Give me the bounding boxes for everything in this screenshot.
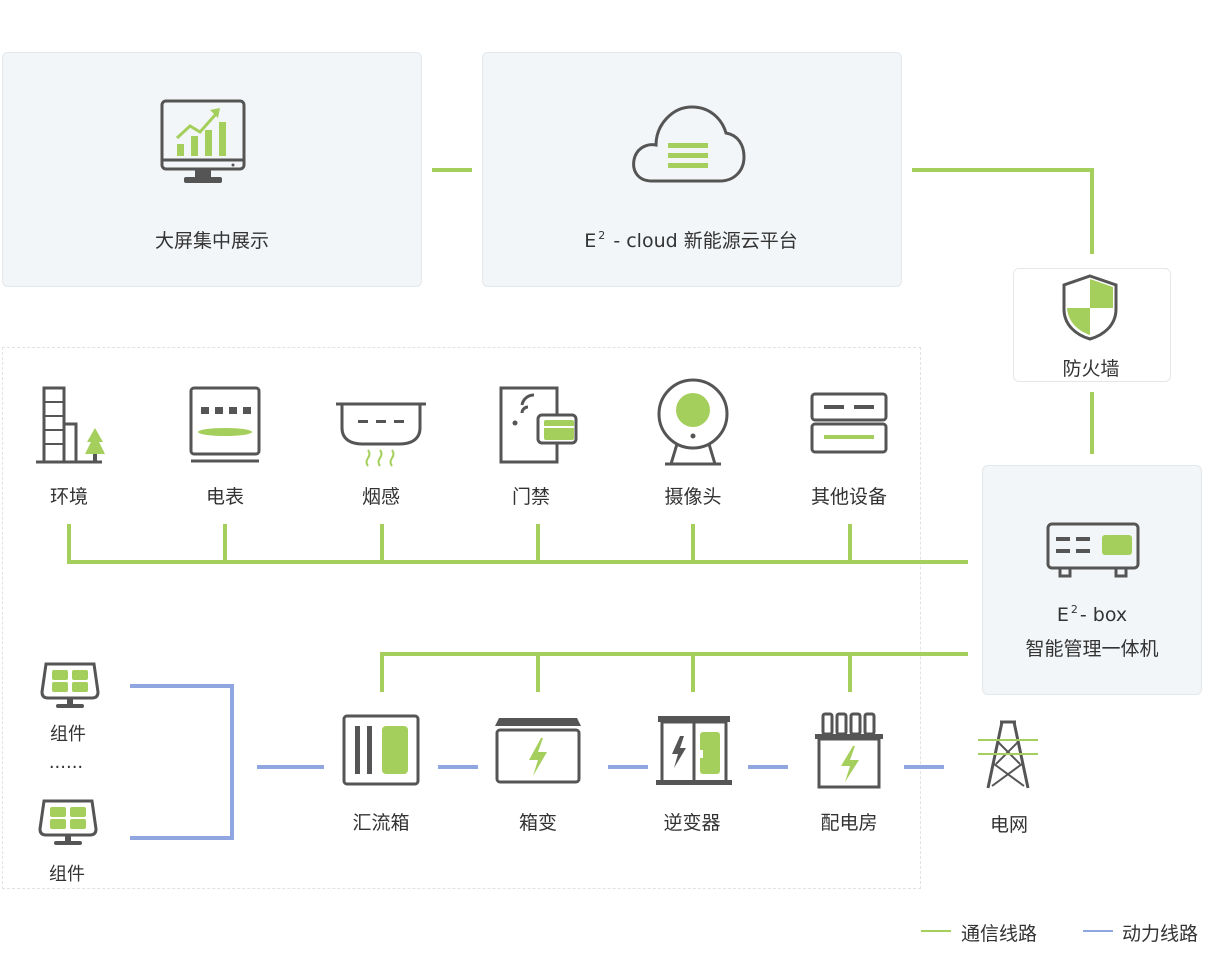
module-ellipsis: ......: [48, 752, 84, 773]
comm-drop: [223, 524, 227, 562]
sensor-label: 其他设备: [810, 486, 888, 508]
comm-line-screen-cloud: [432, 168, 472, 172]
box-transformer-icon: [495, 718, 581, 784]
power-node-label: 电网: [989, 814, 1029, 836]
firewall-label: 防火墙: [1062, 358, 1120, 380]
legend-comm-swatch: [921, 930, 951, 932]
monitor-chart-icon: [160, 99, 246, 183]
legend-power-swatch: [1083, 930, 1113, 932]
power-line: [608, 765, 648, 769]
comm-drop: [67, 524, 71, 562]
combiner-box-icon: [342, 714, 420, 786]
big-screen-label: 大屏集中展示: [154, 230, 270, 252]
comm-drop: [380, 524, 384, 562]
cloud-platform-panel: [482, 52, 902, 287]
building-tree-icon: [36, 386, 105, 464]
comm-bus-power: [380, 652, 968, 656]
power-line-module-join: [230, 684, 234, 840]
sensor-label: 电表: [205, 486, 245, 508]
power-line: [748, 765, 788, 769]
ebox-panel: [982, 465, 1202, 695]
sensor-label: 环境: [49, 486, 89, 508]
inverter-icon: [656, 716, 732, 785]
comm-line-cloud-firewall-h: [912, 168, 1094, 172]
comm-drop: [691, 524, 695, 562]
power-line-module-top: [130, 684, 234, 688]
power-node-label: 箱变: [518, 812, 558, 834]
power-line-module-bottom: [130, 836, 234, 840]
shield-icon: [1062, 274, 1118, 341]
meter-icon: [189, 386, 261, 463]
access-control-icon: [499, 386, 578, 464]
comm-line-firewall-ebox: [1090, 392, 1094, 454]
distribution-room-icon: [815, 712, 883, 789]
comm-bus-sensors: [67, 560, 968, 564]
smoke-detector-icon: [336, 402, 426, 467]
sensor-label: 烟感: [361, 486, 401, 508]
power-line: [257, 765, 324, 769]
comm-drop: [380, 652, 384, 692]
camera-icon: [657, 378, 729, 466]
comm-line-cloud-firewall-v: [1090, 168, 1094, 254]
solar-panel-icon: [38, 799, 98, 845]
comm-drop: [536, 652, 540, 692]
power-node-label: 逆变器: [663, 812, 721, 834]
module-label: 组件: [49, 864, 85, 885]
sensor-label: 摄像头: [664, 486, 722, 508]
ebox-subtitle: 智能管理一体机: [1025, 638, 1159, 660]
legend-comm-label: 通信线路: [961, 923, 1038, 945]
device-icon: [810, 392, 888, 454]
power-tower-icon: [978, 720, 1038, 789]
comm-drop: [536, 524, 540, 562]
legend-power-label: 动力线路: [1122, 923, 1199, 945]
module-label: 组件: [50, 724, 86, 745]
solar-panel-icon: [40, 662, 100, 708]
cloud-icon: [632, 105, 746, 183]
power-line: [438, 765, 478, 769]
power-line: [904, 765, 944, 769]
ebox-device-icon: [1046, 522, 1140, 578]
power-node-label: 配电房: [820, 812, 878, 834]
comm-drop: [691, 652, 695, 692]
comm-drop: [848, 524, 852, 562]
power-node-label: 汇流箱: [352, 812, 410, 834]
comm-drop: [848, 652, 852, 692]
sensor-label: 门禁: [511, 486, 551, 508]
site-region: [2, 347, 921, 889]
